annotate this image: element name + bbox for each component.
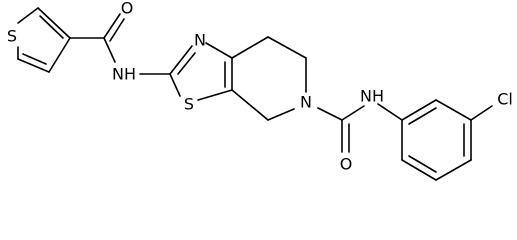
atom-s-thiazole: S xyxy=(184,95,194,114)
atom-o-amide: O xyxy=(121,0,134,18)
bond-carbonyl-o-1 xyxy=(103,13,121,39)
atom-o-urea: O xyxy=(340,155,353,174)
bond-thiazole-s-c2 xyxy=(169,73,181,97)
bond-thiophene-c3-c4 xyxy=(48,37,71,73)
bond-ph-5-6-double xyxy=(408,155,437,173)
bond-ph-1-2 xyxy=(401,99,437,121)
bond-pip-ch2-c xyxy=(231,89,269,121)
atom-n-ring: N xyxy=(300,93,312,112)
bond-thiazole-c2-n xyxy=(169,45,193,75)
bond-thiophene-c4-c5 xyxy=(17,58,50,73)
atom-nh-urea: NH xyxy=(360,87,384,106)
bond-carbonyl-o-2 xyxy=(109,18,125,42)
bond-thiazole-c2-n-double xyxy=(177,52,196,75)
bond-thiophene-s-c2 xyxy=(17,7,39,24)
bond-pip-n-ch2 xyxy=(267,108,295,121)
bond-pip-top-top2 xyxy=(267,36,307,59)
bond-ph-4-5 xyxy=(435,159,472,181)
chemical-structure-diagram: S O NH N S N O NH Cl xyxy=(7,0,513,181)
bond-urea-nh xyxy=(341,105,365,121)
bond-thiophene-c2-c3-double xyxy=(39,15,64,39)
bond-thiophene-c4-c5-double xyxy=(22,53,47,65)
bonds xyxy=(17,7,493,181)
atom-cl: Cl xyxy=(497,90,513,109)
bond-nh-phenyl xyxy=(377,103,403,121)
bond-pip-c-top xyxy=(231,36,269,59)
bond-thiazole-c-s xyxy=(197,89,233,101)
bond-phenyl-cl xyxy=(470,105,493,121)
bond-ph-2-3 xyxy=(435,99,472,121)
atom-s-thiophene: S xyxy=(7,27,17,46)
atom-n-thiazole: N xyxy=(194,31,206,50)
bond-thiazole-n-c xyxy=(205,42,233,59)
atom-nh-amide: NH xyxy=(112,65,136,84)
atom-labels: S O NH N S N O NH Cl xyxy=(7,0,513,174)
bond-ph-1-2-double xyxy=(408,107,437,125)
bond-thiophene-c2-c3 xyxy=(37,7,71,39)
bond-carbonyl-nh xyxy=(103,37,116,63)
bond-n-urea-c xyxy=(317,107,343,121)
bond-ph-5-6 xyxy=(401,159,437,181)
